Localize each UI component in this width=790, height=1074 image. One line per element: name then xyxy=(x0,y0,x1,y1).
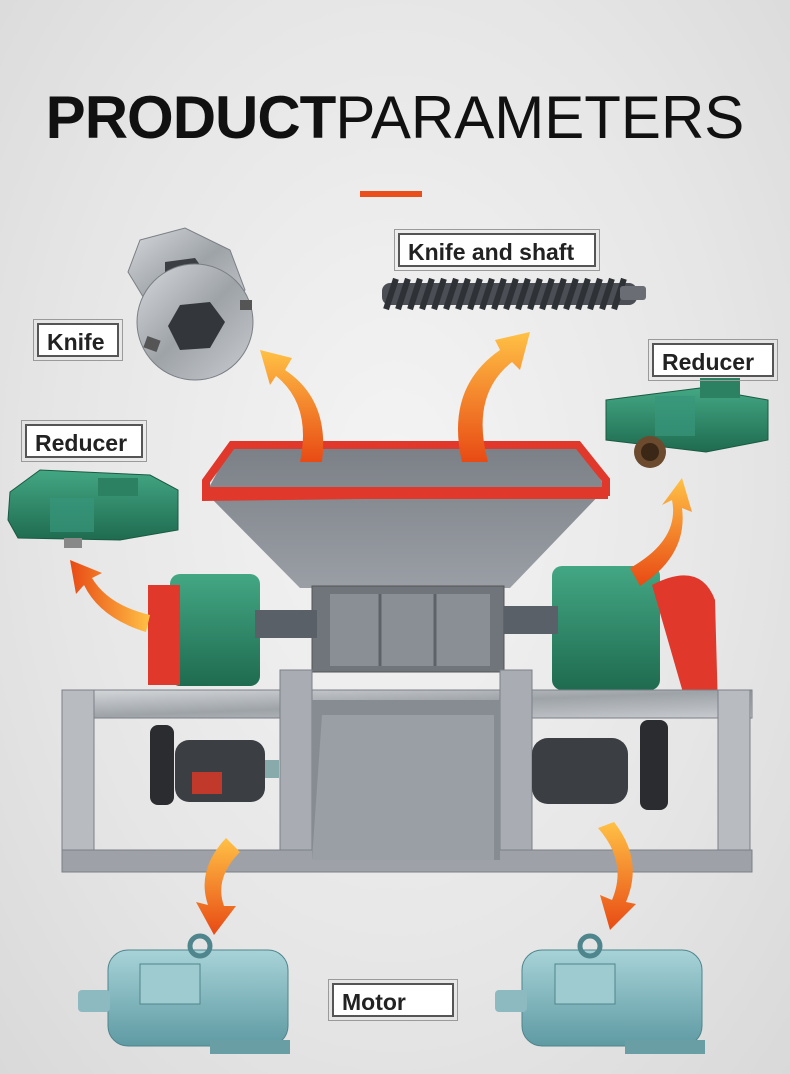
shaft-icon xyxy=(382,277,646,311)
shaft-tooth xyxy=(503,277,519,311)
shaft-tooth xyxy=(539,277,555,311)
shaft-tooth xyxy=(551,277,567,311)
label-motor: Motor xyxy=(328,979,458,1021)
reducer-icon xyxy=(605,378,769,468)
shaft-tooth xyxy=(491,277,507,311)
label-reducer-left: Reducer xyxy=(21,420,147,462)
title-bold: PRODUCT xyxy=(45,84,337,151)
title-accent-bar xyxy=(360,191,422,197)
shaft-tooth xyxy=(467,277,483,311)
shaft-tooth xyxy=(599,277,615,311)
arrow-icon xyxy=(630,478,692,586)
label-knife: Knife xyxy=(33,319,123,361)
label-reducer-right: Reducer xyxy=(648,339,778,381)
shaft-tooth xyxy=(431,277,447,311)
arrow-icon xyxy=(260,350,324,462)
label-knife-and-shaft: Knife and shaft xyxy=(394,229,600,271)
reducer-icon xyxy=(7,469,179,548)
page-title: PRODUCTPARAMETERS xyxy=(0,78,790,158)
shaft-tooth xyxy=(587,277,603,311)
shaft-tooth xyxy=(515,277,531,311)
arrow-icon xyxy=(598,822,636,930)
shredder-machine xyxy=(61,441,753,873)
motor-icon xyxy=(78,933,290,1054)
shaft-tooth xyxy=(455,277,471,311)
shaft-tooth xyxy=(395,277,411,311)
shaft-tooth xyxy=(575,277,591,311)
shaft-tooth xyxy=(443,277,459,311)
title-light: PARAMETERS xyxy=(335,84,745,151)
shaft-tooth xyxy=(383,277,399,311)
shaft-tooth xyxy=(527,277,543,311)
shaft-tooth xyxy=(563,277,579,311)
arrow-icon xyxy=(70,560,150,632)
arrow-icon xyxy=(196,838,240,935)
shaft-tooth xyxy=(611,277,627,311)
motor-icon xyxy=(495,933,705,1054)
shaft-tooth xyxy=(407,277,423,311)
arrow-icon xyxy=(457,332,530,462)
shaft-tooth xyxy=(479,277,495,311)
knife-icon xyxy=(127,227,254,381)
shaft-tooth xyxy=(419,277,435,311)
